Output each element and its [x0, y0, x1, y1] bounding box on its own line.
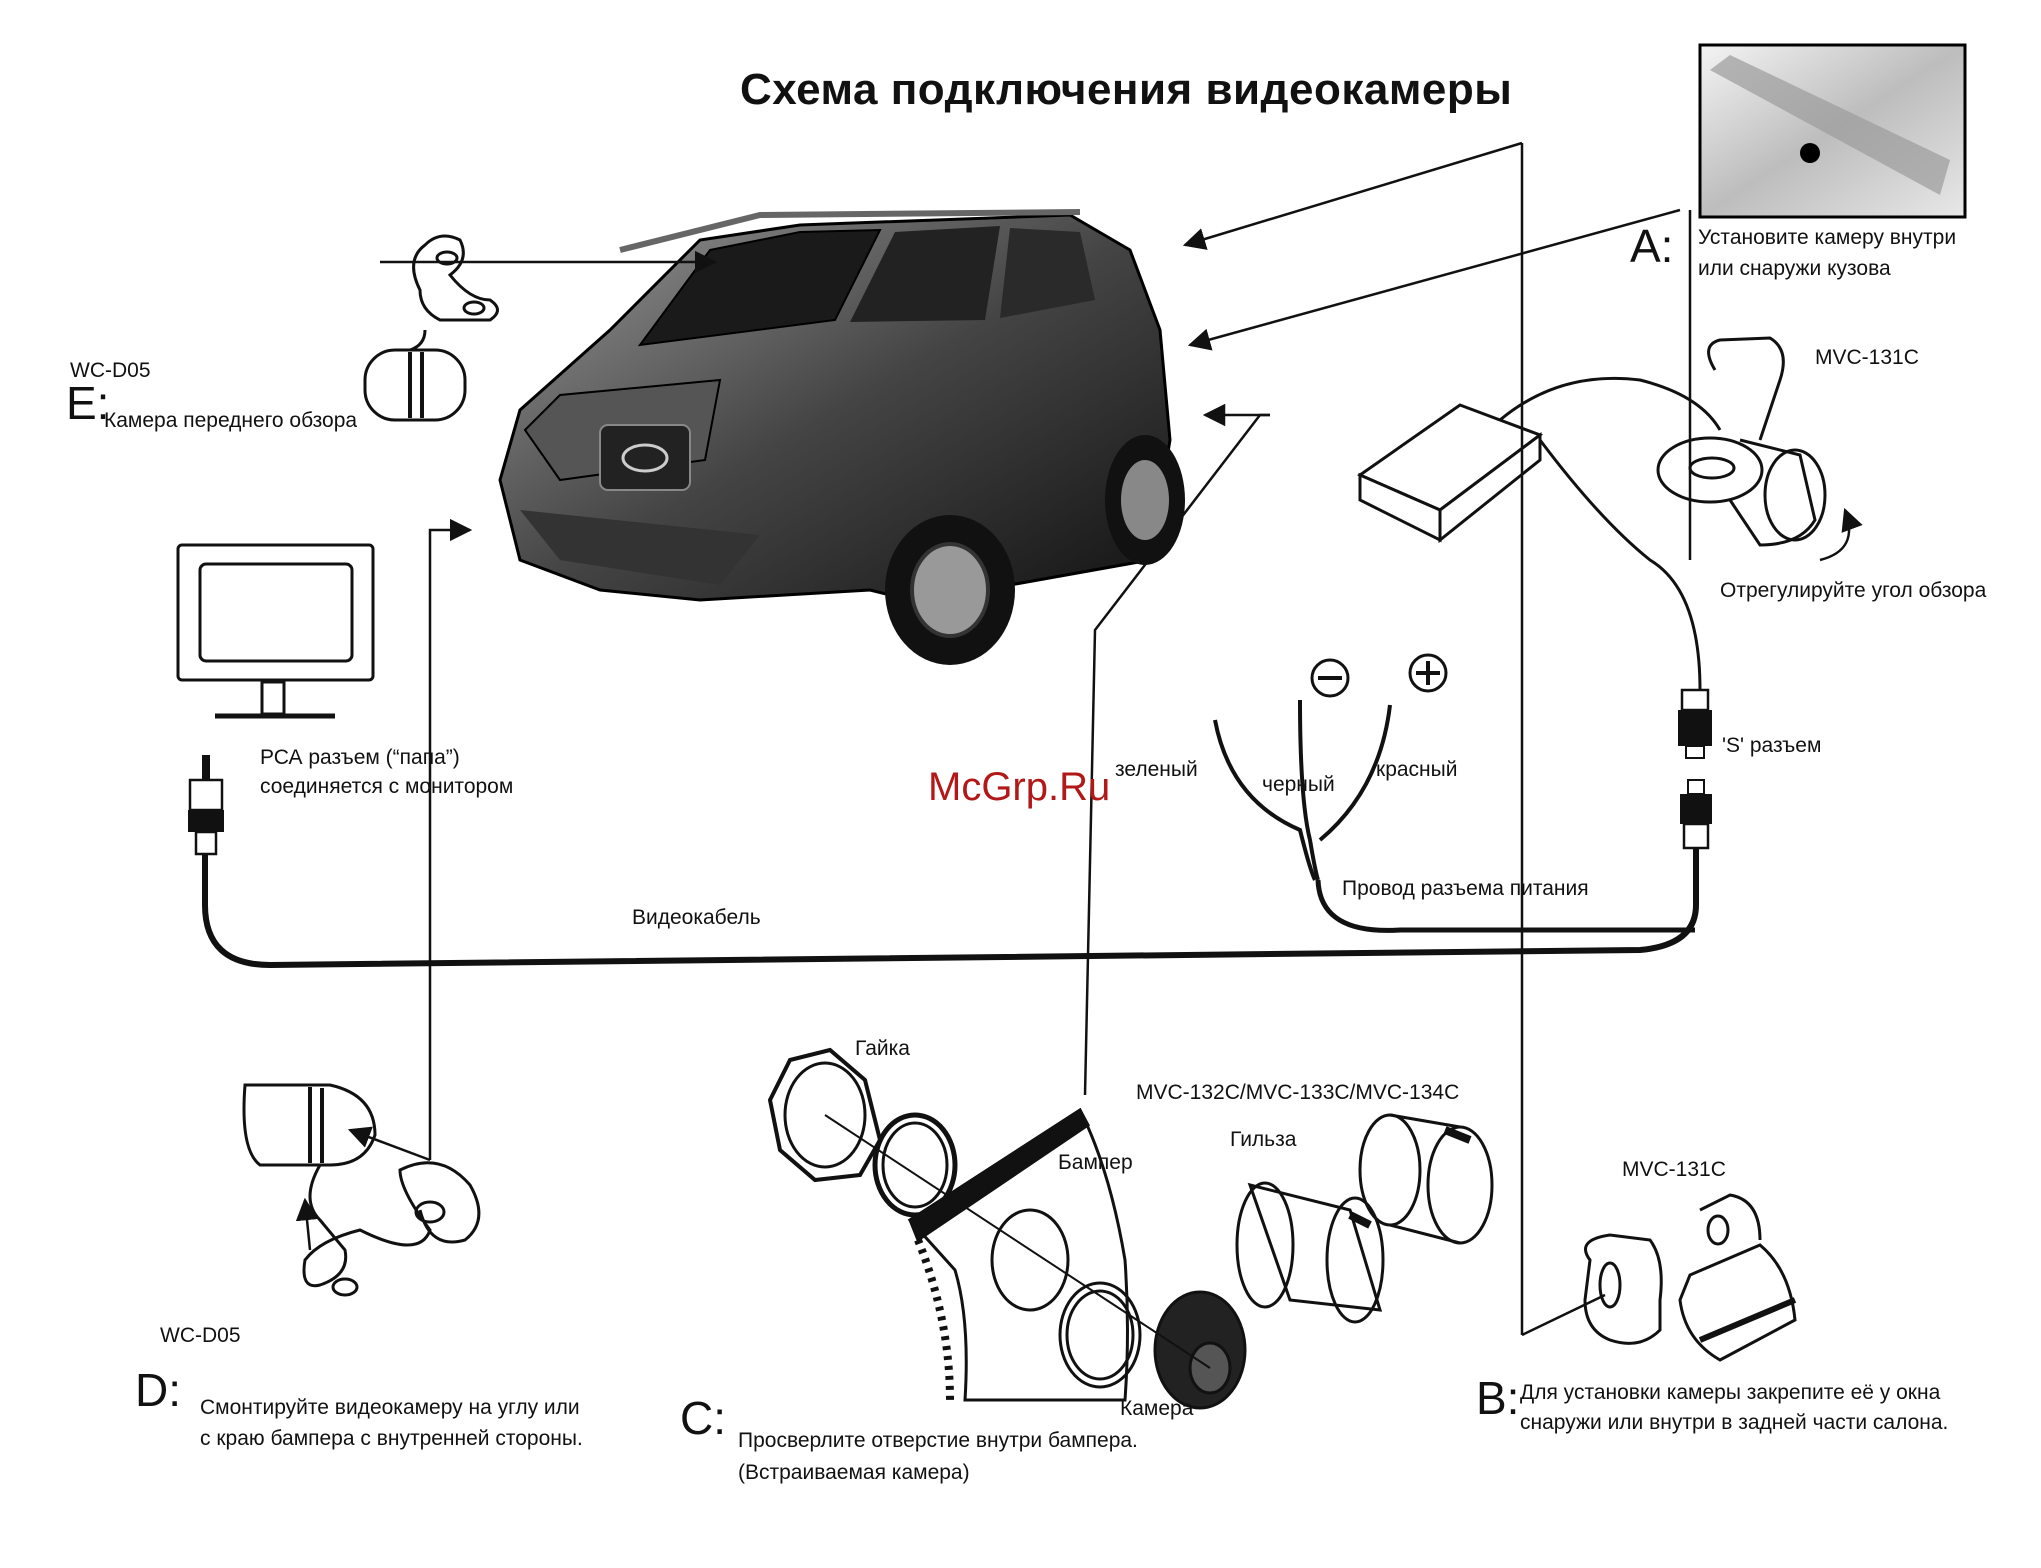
- section-e-model: WC-D05: [70, 359, 151, 382]
- section-d-text-1: Смонтируйте видеокамеру на углу или: [200, 1396, 580, 1419]
- section-c-letter: C:: [680, 1392, 726, 1444]
- corner-camera-wcd05: [242, 1083, 481, 1297]
- flush-mount-camera-parts: [767, 1047, 1247, 1410]
- section-b-text-1: Для установки камеры закрепите её у окна: [1520, 1381, 1941, 1404]
- rear-window-camera-mvc131c: [1583, 1193, 1797, 1362]
- power-wires: [1213, 699, 1695, 933]
- plus-terminal-icon: [1408, 653, 1448, 693]
- rca-connector: [188, 755, 224, 856]
- sleeve-label: Гильза: [1230, 1128, 1297, 1151]
- wire-black-label: черный: [1262, 773, 1335, 796]
- adjust-angle-label: Отрегулируйте угол обзора: [1720, 579, 1987, 602]
- front-camera-wcd05: [363, 234, 499, 422]
- monitor-illustration: [176, 543, 375, 719]
- rca-label-1: РСА разъем (“папа”): [260, 746, 460, 769]
- power-cable-label: Провод разъема питания: [1342, 877, 1589, 900]
- section-d-letter: D:: [135, 1364, 181, 1416]
- camera-label: Камера: [1120, 1397, 1194, 1420]
- leader-lines: [295, 141, 1692, 1337]
- watermark: McGrp.Ru: [928, 765, 1111, 809]
- nut-label: Гайка: [855, 1037, 910, 1060]
- video-cable-line: [202, 848, 1699, 969]
- section-d-text-2: с краю бампера с внутренней стороны.: [200, 1427, 583, 1450]
- wire-green-label: зеленый: [1115, 758, 1198, 781]
- video-cable-label: Видеокабель: [632, 906, 761, 929]
- diagram-title: Схема подключения видеокамеры: [740, 65, 1513, 114]
- rca-label-2: соединяется с монитором: [260, 775, 514, 798]
- suv-car-illustration: [498, 209, 1185, 665]
- section-b-text-2: снаружи или внутри в задней части салона…: [1520, 1411, 1949, 1434]
- section-d-model: WC-D05: [160, 1324, 241, 1347]
- section-b-letter: B:: [1476, 1372, 1520, 1424]
- power-junction-box: [1356, 403, 1544, 544]
- camera-mvc131c-top: [1656, 336, 1863, 562]
- section-b-model: MVC-131C: [1622, 1158, 1726, 1181]
- s-connector: [1678, 688, 1712, 850]
- camera-cable: [1499, 376, 1722, 691]
- window-camera-photo: [1698, 43, 1967, 219]
- camera-sleeves: [1235, 1113, 1494, 1324]
- minus-terminal-icon: [1310, 658, 1350, 698]
- wire-red-label: красный: [1376, 758, 1458, 781]
- section-a-text-1: Установите камеру внутри: [1698, 226, 1957, 249]
- section-c-text-2: (Встраиваемая камера): [738, 1461, 970, 1484]
- section-e-letter: E:: [66, 377, 110, 429]
- c-models-label: MVC-132C/MVC-133C/MVC-134C: [1136, 1081, 1460, 1104]
- section-a-letter: A:: [1630, 220, 1674, 272]
- section-a-model: MVC-131C: [1815, 346, 1919, 369]
- s-connector-label: 'S' разъем: [1722, 734, 1822, 757]
- section-e-text: Камера переднего обзора: [104, 409, 358, 432]
- section-a-text-2: или снаружи кузова: [1698, 257, 1891, 280]
- section-c-text-1: Просверлите отверстие внутри бампера.: [738, 1429, 1138, 1452]
- bumper-label: Бампер: [1058, 1151, 1133, 1174]
